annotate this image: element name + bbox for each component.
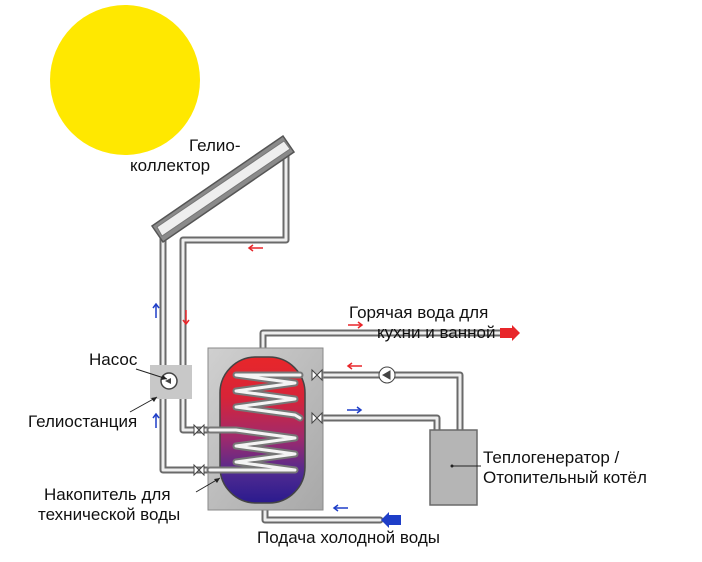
leader-arrowheads [151,375,454,483]
cold-water-inlet-arrow [381,512,401,528]
tank-label: Накопитель для технической воды [38,485,180,524]
station-label: Гелиостанция [28,412,138,431]
collector-label: Гелио- коллектор [130,136,241,175]
boiler [429,429,478,506]
hot-water-label: Горячая вода для кухни и ванной [349,303,495,342]
hot-water-label-line2: кухни и ванной [377,322,496,342]
flow-arrow-icon [152,244,364,512]
boiler-label-line2: Отопительный котёл [483,467,647,487]
cold-water-label: Подача холодной воды [257,528,440,547]
boiler-label: Теплогенератор / Отопительный котёл [483,448,647,487]
heat-exchanger-coil [206,371,304,474]
collector-label-line2: коллектор [130,155,211,175]
collector-label-line1: Гелио- [189,136,241,155]
pipes [159,143,509,524]
boiler-label-line1: Теплогенератор / [483,448,620,467]
solar-collector-icon [150,134,296,244]
hot-water-label-line1: Горячая вода для [349,303,489,322]
pump-label: Насос [89,350,138,369]
valve-icon [193,366,396,477]
sun-icon [50,5,200,155]
tank-label-line1: Накопитель для [44,485,171,504]
tank-label-line2: технической воды [38,504,181,524]
hot-water-outlet-arrow [500,325,520,341]
